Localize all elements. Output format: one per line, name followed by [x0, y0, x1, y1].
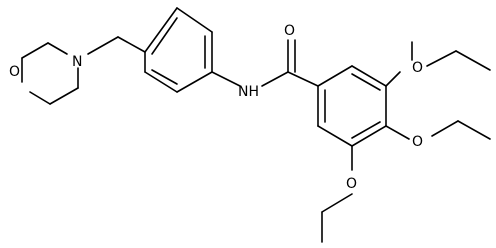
- bond-aryl-nh: [211, 71, 241, 87]
- bond: [29, 91, 51, 105]
- atom-label-o-ethoxy-3: O: [346, 176, 357, 192]
- bond: [385, 125, 410, 140]
- bond: [351, 125, 387, 147]
- bond: [144, 7, 178, 53]
- bond: [455, 50, 491, 71]
- bond-n-ch2: [87, 36, 119, 55]
- bond: [21, 42, 49, 59]
- bond: [47, 42, 68, 55]
- bond-nh-co: [261, 71, 289, 87]
- atom-label-o-carbonyl: O: [284, 23, 295, 39]
- double-bond-inner: [151, 17, 178, 55]
- atom-label-o-ethoxy-1: O: [412, 60, 423, 76]
- morpholine-ring: [21, 42, 79, 105]
- bond: [176, 71, 213, 93]
- bond-co-ring: [287, 71, 319, 87]
- bond: [144, 71, 178, 93]
- bond: [321, 193, 353, 213]
- phenyl-ring: [144, 7, 213, 93]
- bond: [49, 87, 79, 105]
- bond: [317, 125, 353, 147]
- bond-ch2-ring: [117, 36, 146, 53]
- ethoxy-group-3: [321, 145, 353, 243]
- atom-label-o-ethoxy-2: O: [412, 134, 423, 150]
- bond: [176, 7, 213, 33]
- bond: [431, 120, 459, 137]
- bond: [317, 65, 353, 87]
- double-bond-inner: [151, 69, 178, 85]
- ethoxy-group-2: [385, 120, 491, 140]
- atom-label-n-morpholine: N: [72, 54, 82, 70]
- bond: [351, 65, 387, 87]
- atom-label-nh-amide: NH: [238, 84, 259, 100]
- double-bond-inner: [351, 121, 381, 139]
- double-bond-inner: [351, 73, 381, 91]
- bond: [457, 120, 491, 140]
- atom-label-o-morpholine: O: [9, 64, 20, 80]
- ethoxy-group-1: [385, 41, 491, 87]
- bond: [426, 50, 457, 67]
- bond: [385, 71, 401, 87]
- benzene-ring: [317, 65, 387, 147]
